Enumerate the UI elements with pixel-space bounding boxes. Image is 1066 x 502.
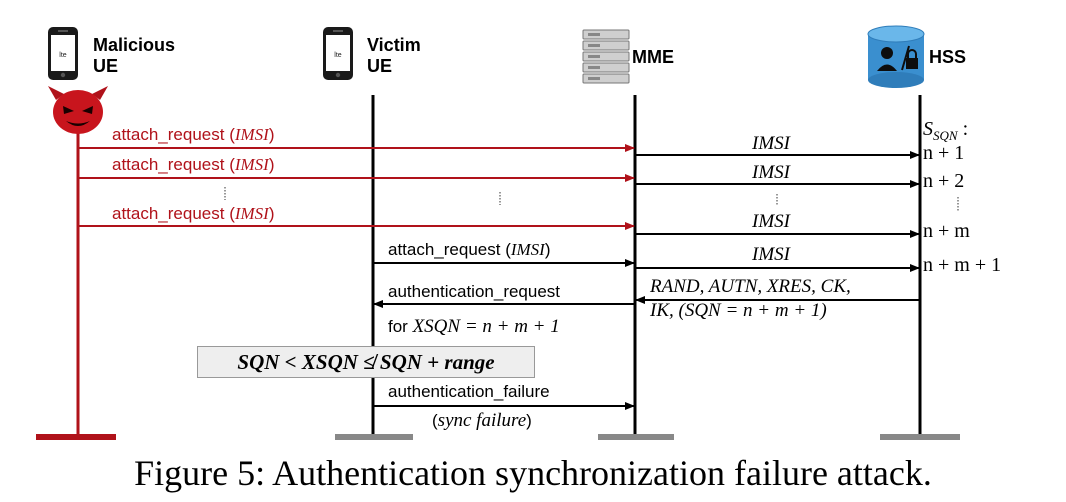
victim-ue-base	[335, 434, 413, 440]
imsi-label: IMSI	[752, 162, 790, 183]
imsi-label: IMSI	[752, 211, 790, 232]
auth-failure-label: authentication_failure	[388, 382, 550, 401]
auth-request-label: authentication_request	[388, 282, 561, 301]
sqn-condition-box: SQN < XSQN ≰ SQN + range	[197, 346, 535, 378]
devil-icon	[48, 86, 108, 134]
phone-icon: lte	[323, 27, 353, 80]
auth-request-detail: for XSQN = n + m + 1	[388, 316, 560, 337]
imsi-label: IMSI	[752, 244, 790, 265]
sqn-value: n + 2	[923, 170, 965, 192]
hss-base	[880, 434, 960, 440]
figure-caption: Figure 5: Authentication synchronization…	[134, 453, 932, 493]
mme-base	[598, 434, 674, 440]
victim-attach-request-label: attach_request (IMSI)	[388, 240, 551, 259]
svg-text:lte: lte	[334, 52, 342, 59]
attach-request-label: attach_request (IMSI)	[112, 125, 275, 144]
entity-label-line: Victim	[367, 35, 421, 55]
victim-ue-label: Victim UE	[367, 35, 421, 77]
mme-label: MME	[632, 47, 674, 67]
sqn-value: n + m + 1	[923, 254, 1002, 276]
attach-request-label: attach_request (IMSI)	[112, 155, 275, 174]
phone-icon: lte	[48, 27, 78, 80]
svg-text:lte: lte	[59, 52, 67, 59]
auth-vector-line: IK, (SQN = n + m + 1)	[650, 300, 827, 321]
attach-request-label: attach_request (IMSI)	[112, 204, 275, 223]
malicious-ue-base	[36, 434, 116, 440]
entity-label-line: UE	[367, 56, 393, 76]
sqn-value: n + m	[923, 220, 970, 242]
database-lock-icon	[867, 25, 925, 88]
entity-label-line: Malicious	[93, 35, 176, 55]
entity-label-line: UE	[93, 56, 119, 76]
auth-failure-detail: (sync failure)	[432, 410, 532, 431]
auth-vector-line: RAND, AUTN, XRES, CK,	[650, 276, 851, 297]
malicious-ue-label: Malicious UE	[93, 35, 175, 77]
sqn-counter-title: SSQN :	[923, 118, 969, 143]
sqn-value: n + 1	[923, 142, 965, 164]
server-icon	[582, 29, 630, 84]
imsi-label: IMSI	[752, 133, 790, 154]
hss-label: HSS	[929, 47, 967, 67]
